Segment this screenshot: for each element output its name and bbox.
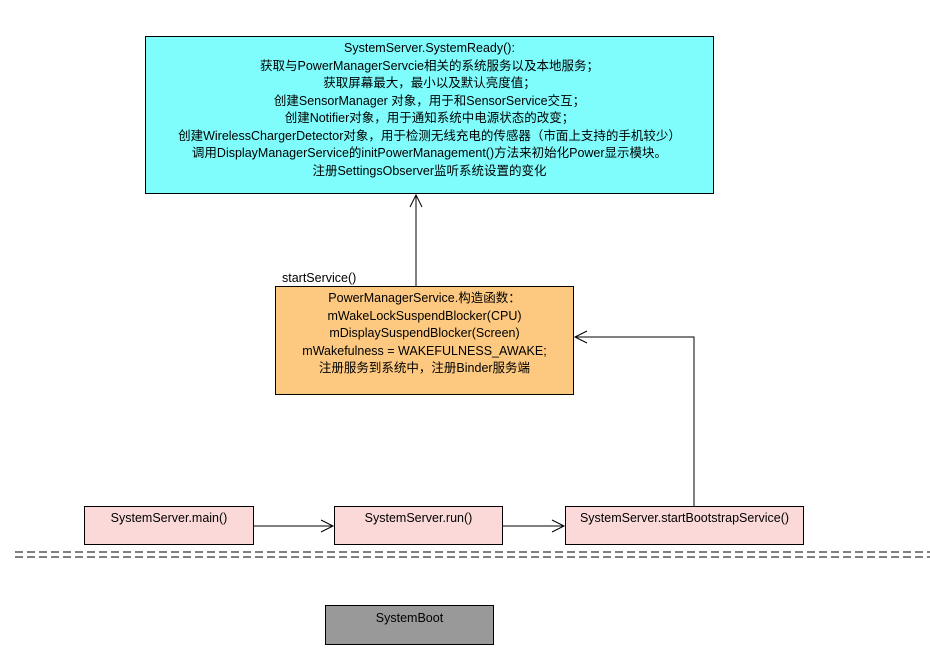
system-ready-line: 注册SettingsObserver监听系统设置的变化 xyxy=(312,163,547,178)
pms-constructor-line: 注册服务到系统中，注册Binder服务端 xyxy=(318,361,531,375)
system-ready-line: 获取屏幕最大，最小以及默认亮度值； xyxy=(323,76,536,90)
arrow-bootstrap-to-pms xyxy=(575,336,695,506)
system-ready-line: 创建SensorManager 对象，用于和SensorService交互； xyxy=(273,93,586,108)
arrowhead-bootstrap-to-pms xyxy=(573,330,588,344)
arrowhead-run-to-bootstrap xyxy=(551,519,566,533)
system-server-run-label: SystemServer.run() xyxy=(364,511,473,525)
start-service-edge-label: startService() xyxy=(282,271,357,285)
system-server-main-node: SystemServer.main() xyxy=(84,506,254,545)
pms-constructor-node: PowerManagerService.构造函数： mWakeLockSuspe… xyxy=(275,286,574,395)
pms-constructor-line: mDisplaySuspendBlocker(Screen) xyxy=(329,326,520,340)
pms-constructor-line: mWakefulness = WAKEFULNESS_AWAKE; xyxy=(302,343,547,358)
arrowhead-pms-to-system-ready xyxy=(409,193,423,208)
system-server-main-label: SystemServer.main() xyxy=(110,511,228,525)
pms-constructor-line: mWakeLockSuspendBlocker(CPU) xyxy=(327,308,522,323)
system-ready-line: 获取与PowerManagerServcie相关的系统服务以及本地服务； xyxy=(260,58,599,73)
system-ready-line: 创建WirelessChargerDetector对象，用于检测无线充电的传感器… xyxy=(178,128,681,143)
pms-constructor-line: PowerManagerService.构造函数： xyxy=(328,291,521,305)
system-ready-line: 创建Notifier对象，用于通知系统中电源状态的改变； xyxy=(284,111,575,125)
start-bootstrap-service-node: SystemServer.startBootstrapService() xyxy=(565,506,804,545)
system-ready-node: SystemServer.SystemReady(): 获取与PowerMana… xyxy=(145,36,714,194)
system-boot-lane-label: SystemBoot xyxy=(325,605,494,645)
start-bootstrap-service-label: SystemServer.startBootstrapService() xyxy=(579,511,790,525)
system-ready-line: SystemServer.SystemReady(): xyxy=(344,41,515,55)
arrowhead-main-to-run xyxy=(320,519,335,533)
system-ready-line: 调用DisplayManagerService的initPowerManagem… xyxy=(191,146,668,160)
system-server-run-node: SystemServer.run() xyxy=(334,506,503,545)
system-boot-label: SystemBoot xyxy=(375,611,444,625)
